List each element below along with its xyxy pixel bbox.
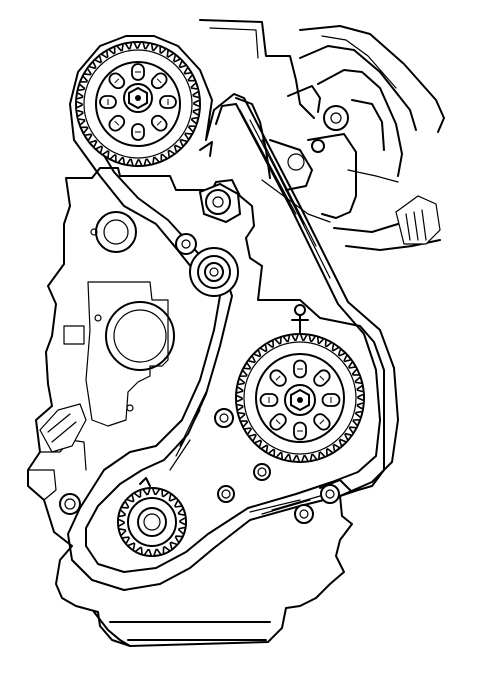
crankshaft-sprocket [117, 477, 187, 557]
engine-block [27, 167, 385, 647]
sprocket-hole-mark [319, 419, 325, 425]
block-bolts [59, 408, 353, 524]
sprocket-hole-mark [114, 120, 120, 126]
belt-tensioner [175, 182, 242, 297]
sprocket-hole-mark [156, 120, 162, 126]
lower-camshaft-sprocket [235, 304, 365, 463]
intake-manifold [199, 19, 445, 251]
sprocket-hole-mark [156, 78, 162, 84]
upper-camshaft-sprocket [75, 41, 213, 167]
sprocket-hole-mark [319, 375, 325, 381]
sprocket-hole-mark [275, 375, 281, 381]
sprocket-hole-mark [114, 78, 120, 84]
sprocket-hole-mark [275, 419, 281, 425]
